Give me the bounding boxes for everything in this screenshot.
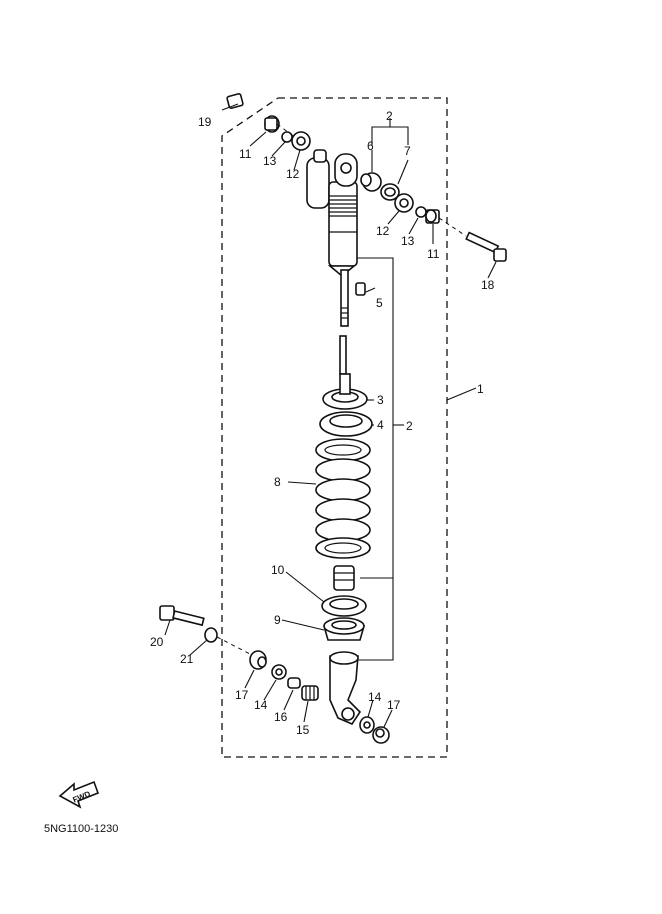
bump-rubber: [333, 565, 355, 591]
label-15: 15: [296, 723, 310, 737]
label-8: 8: [274, 475, 281, 489]
label-20: 20: [150, 635, 164, 649]
label-12-right: 12: [376, 224, 390, 238]
lower-clevis: [329, 651, 362, 725]
shock-reservoir: [306, 149, 330, 209]
bushing-6: [360, 172, 382, 192]
seal-14-right: [359, 716, 375, 734]
diagram-code: 5NG1100-1230: [44, 823, 118, 835]
collar-11-right: [425, 209, 440, 224]
label-4: 4: [377, 418, 384, 432]
label-16: 16: [274, 710, 288, 724]
collar-17-right: [372, 726, 390, 744]
label-17-left: 17: [235, 688, 249, 702]
label-14-left: 14: [254, 698, 268, 712]
seal-14-left: [271, 664, 287, 680]
group-bracket-lines: [352, 118, 477, 661]
damper-rod: [340, 269, 349, 327]
label-17-right: 17: [387, 698, 401, 712]
bolt-19: [221, 93, 244, 111]
leader-lines: [164, 131, 497, 728]
adjuster-4: [319, 411, 373, 437]
collar-17-left: [249, 650, 267, 670]
locknut-3: [322, 373, 368, 410]
label-11-left: 11: [239, 147, 252, 161]
bolt-20: [159, 605, 205, 627]
bolt-18: [465, 231, 507, 262]
label-1: 1: [477, 382, 484, 396]
bushing-12-right: [394, 193, 414, 213]
bushing-12-left: [291, 131, 311, 151]
label-12-left: 12: [286, 167, 300, 181]
label-2-top: 2: [386, 109, 393, 123]
fwd-arrow-icon: FWD: [58, 780, 100, 809]
nut-5: [355, 282, 366, 296]
collar-11-left: [264, 115, 280, 133]
seal-7: [380, 183, 400, 201]
bearing-15: [301, 685, 319, 701]
oring-13-left: [281, 131, 293, 143]
label-7: 7: [404, 144, 411, 158]
label-6: 6: [367, 139, 374, 153]
sleeve-16: [287, 677, 301, 689]
label-13-left: 13: [263, 154, 277, 168]
oring-13-right: [415, 206, 427, 218]
label-11-right: 11: [427, 247, 440, 261]
label-9: 9: [274, 613, 281, 627]
push-rod: [339, 335, 347, 375]
spring-8: [315, 438, 371, 559]
spring-seat-9: [322, 617, 366, 641]
spring-guide-10: [321, 595, 367, 617]
label-3: 3: [377, 393, 384, 407]
label-19: 19: [198, 115, 212, 129]
label-2-side: 2: [406, 419, 413, 433]
washer-21: [204, 627, 218, 643]
label-13-right: 13: [401, 234, 415, 248]
assembly-boundary: [221, 97, 448, 758]
label-14-right: 14: [368, 690, 382, 704]
label-21: 21: [180, 652, 194, 666]
label-5: 5: [376, 296, 383, 310]
label-18: 18: [481, 278, 495, 292]
shock-body: [327, 153, 358, 278]
label-10: 10: [271, 563, 285, 577]
